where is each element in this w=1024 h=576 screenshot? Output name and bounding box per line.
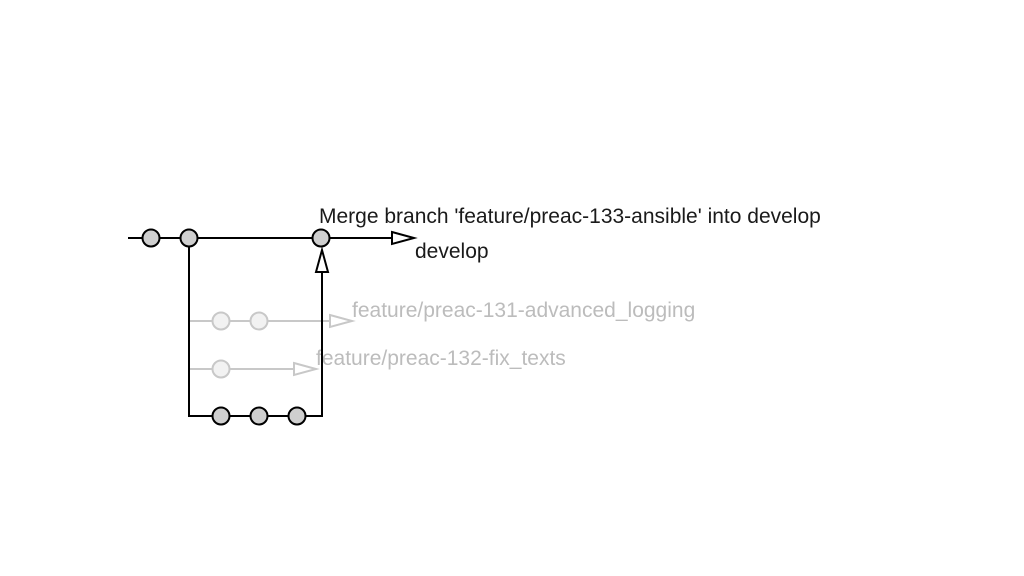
- branch-label-develop: develop: [415, 240, 489, 263]
- merge-commit-node: [311, 228, 331, 248]
- advanced-logging-arrowhead: [329, 313, 356, 329]
- fix-texts-arrowhead: [293, 361, 320, 377]
- commit-node: [211, 359, 231, 379]
- commit-node: [179, 228, 199, 248]
- commit-node: [211, 406, 231, 426]
- merge-commit-message: Merge branch 'feature/preac-133-ansible'…: [319, 205, 821, 228]
- commit-node: [249, 406, 269, 426]
- branch-advanced-logging: feature/preac-131-advanced_logging: [189, 299, 695, 331]
- develop-arrowhead: [391, 230, 418, 246]
- branch-fix-texts: feature/preac-132-fix_texts: [189, 347, 566, 379]
- merge-arrowhead: [314, 246, 330, 273]
- branch-develop: Merge branch 'feature/preac-133-ansible'…: [128, 205, 821, 263]
- branch-label-advanced-logging: feature/preac-131-advanced_logging: [352, 299, 695, 322]
- commit-node: [141, 228, 161, 248]
- branch-label-fix-texts: feature/preac-132-fix_texts: [316, 347, 566, 370]
- commit-node: [249, 311, 269, 331]
- commit-node: [287, 406, 307, 426]
- branch-ansible: [188, 238, 330, 426]
- commit-node: [211, 311, 231, 331]
